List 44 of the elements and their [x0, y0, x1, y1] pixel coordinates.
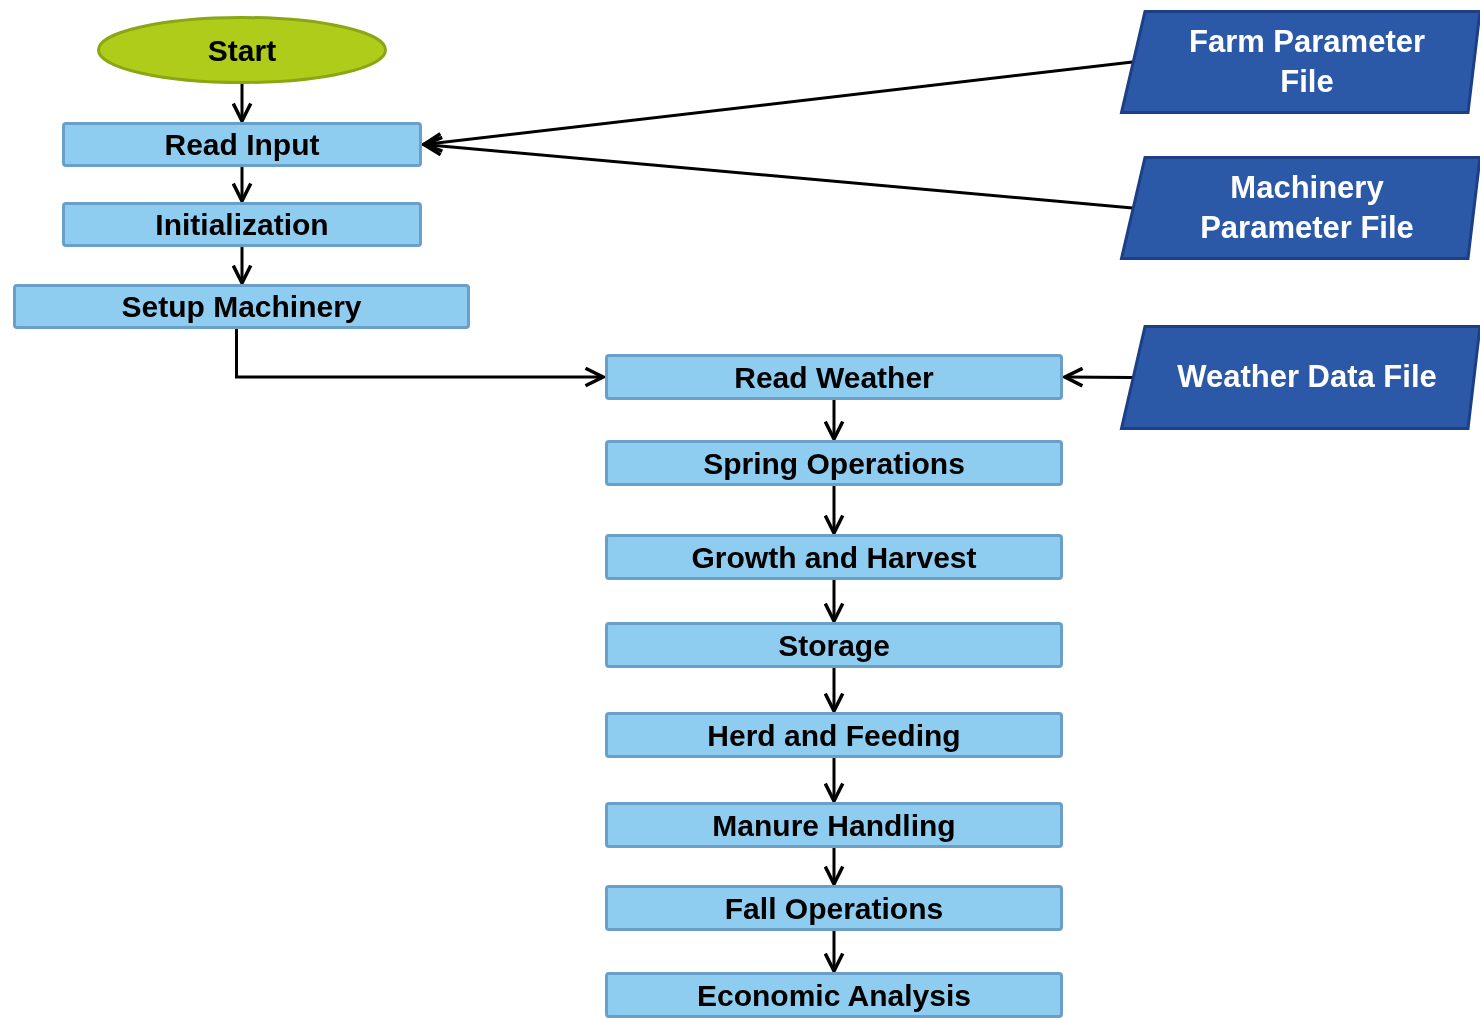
arrow [823, 400, 845, 441]
node-label: Weather Data File [1176, 358, 1438, 397]
arrow [235, 329, 605, 388]
node-label: Initialization [155, 207, 329, 243]
arrow [823, 580, 845, 623]
arrow [823, 758, 845, 803]
node-label: Economic Analysis [697, 977, 971, 1014]
data-file-parallelogram [1120, 156, 1480, 260]
process-box [13, 284, 470, 329]
arrow [231, 167, 253, 203]
arrow [231, 84, 253, 123]
process-box [605, 534, 1063, 580]
node-label: Read Weather [734, 359, 934, 396]
node-label: Growth and Harvest [691, 539, 977, 576]
arrow [422, 60, 1133, 153]
node-label: Spring Operations [703, 445, 965, 482]
node-label: Farm Parameter File [1187, 22, 1427, 101]
arrow [823, 486, 845, 535]
process-box [605, 440, 1063, 486]
process-box [62, 202, 422, 247]
arrow [823, 668, 845, 713]
arrow [231, 247, 253, 285]
node-label: Setup Machinery [121, 289, 362, 325]
node-label: Storage [778, 627, 890, 664]
start-ellipse [97, 16, 387, 84]
arrow [823, 931, 845, 973]
arrow [422, 135, 1133, 210]
process-box [605, 972, 1063, 1018]
process-box [605, 622, 1063, 668]
node-label: Fall Operations [724, 890, 944, 927]
arrow [823, 848, 845, 886]
node-label: Start [207, 32, 277, 69]
process-box [605, 712, 1063, 758]
node-label: Machinery Parameter File [1199, 168, 1415, 247]
data-file-parallelogram [1120, 10, 1480, 114]
arrow [1063, 366, 1133, 388]
process-box [605, 885, 1063, 931]
process-box [605, 354, 1063, 400]
process-box [62, 122, 422, 167]
data-file-parallelogram [1120, 325, 1480, 430]
node-label: Manure Handling [712, 807, 956, 844]
node-label: Read Input [164, 127, 320, 163]
node-label: Herd and Feeding [707, 717, 961, 754]
process-box [605, 802, 1063, 848]
